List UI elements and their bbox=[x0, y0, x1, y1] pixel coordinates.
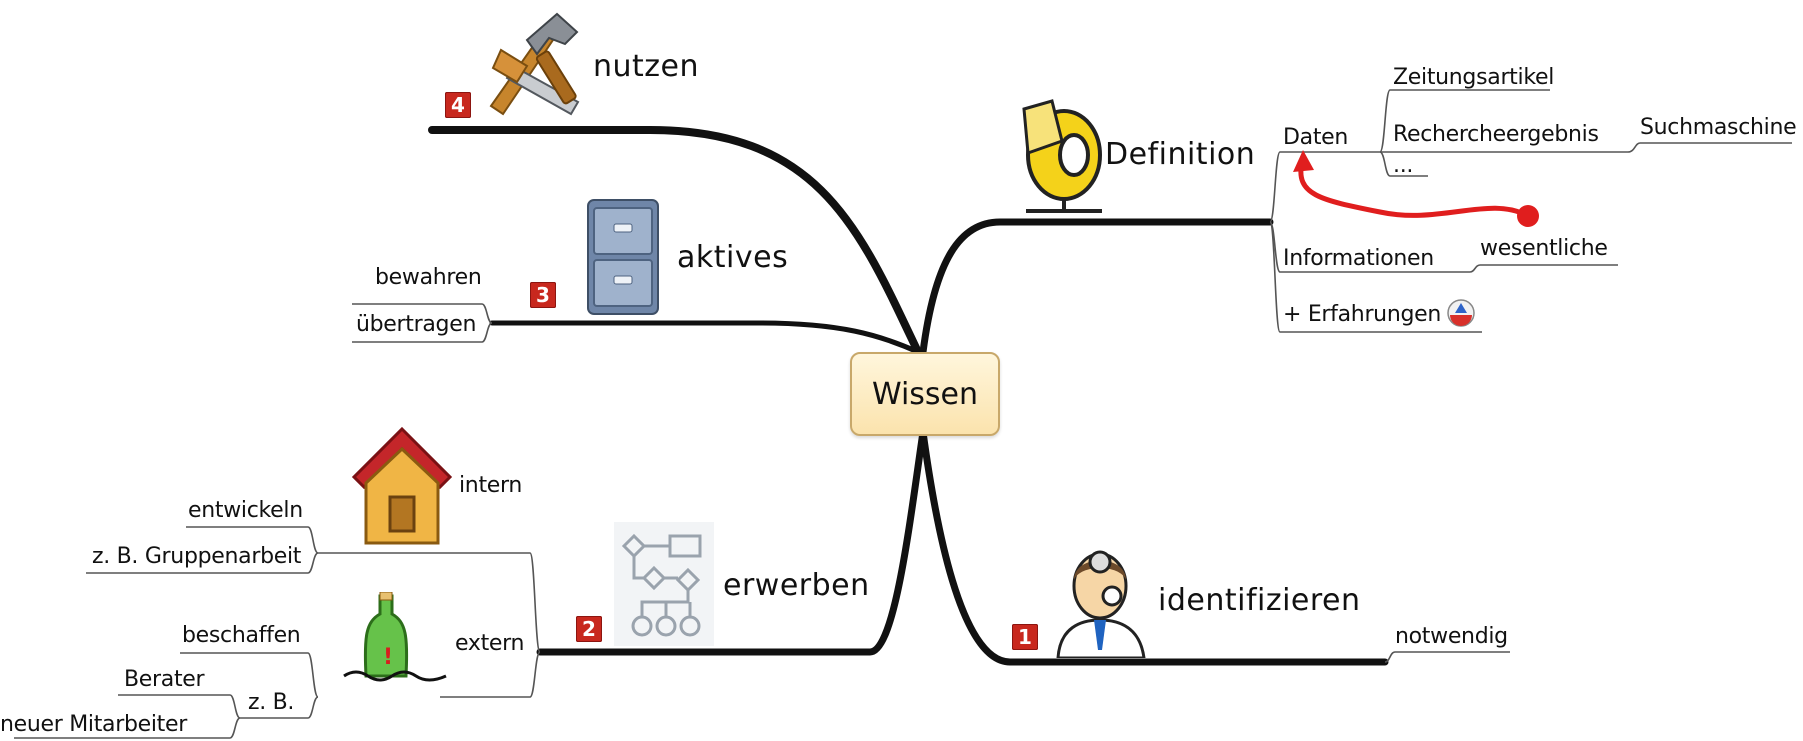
topic-erfahrungen[interactable]: + Erfahrungen bbox=[1283, 302, 1442, 327]
topic-zb[interactable]: z. B. bbox=[248, 690, 295, 715]
branch-label-erwerben[interactable]: erwerben bbox=[723, 568, 870, 603]
topic-gruppenarbeit[interactable]: z. B. Gruppenarbeit bbox=[92, 544, 302, 569]
topic-wesentliche[interactable]: wesentliche bbox=[1480, 236, 1608, 261]
message-in-bottle-icon: ! bbox=[342, 591, 448, 692]
priority-badge-3: 3 bbox=[530, 282, 556, 308]
topic-berater[interactable]: Berater bbox=[124, 667, 205, 692]
branch-aktives-line bbox=[489, 320, 921, 355]
flowchart-icon bbox=[614, 522, 714, 650]
topic-bewahren[interactable]: bewahren bbox=[375, 265, 482, 290]
topic-neuer-mitarbeiter[interactable]: neuer Mitarbeiter bbox=[0, 712, 187, 737]
doctor-icon bbox=[1050, 540, 1152, 662]
topic-ellipsis[interactable]: ... bbox=[1393, 153, 1414, 178]
topic-beschaffen[interactable]: beschaffen bbox=[182, 623, 301, 648]
topic-zeitungsartikel[interactable]: Zeitungsartikel bbox=[1393, 65, 1555, 90]
central-topic-wissen[interactable]: Wissen bbox=[850, 352, 1000, 436]
topic-extern[interactable]: extern bbox=[455, 631, 525, 656]
branch-label-aktives[interactable]: aktives bbox=[677, 240, 789, 275]
topic-notwendig[interactable]: notwendig bbox=[1395, 624, 1508, 649]
topic-entwickeln[interactable]: entwickeln bbox=[188, 498, 303, 523]
priority-badge-4: 4 bbox=[445, 92, 471, 118]
topic-suchmaschine[interactable]: Suchmaschine bbox=[1640, 115, 1797, 140]
branch-label-nutzen[interactable]: nutzen bbox=[593, 49, 700, 84]
branch-label-definition[interactable]: Definition bbox=[1105, 137, 1256, 172]
svg-text:!: ! bbox=[383, 645, 393, 670]
house-icon bbox=[350, 425, 454, 551]
relation-arrow bbox=[1298, 159, 1531, 219]
hammer-saw-icon bbox=[483, 10, 593, 122]
topic-informationen[interactable]: Informationen bbox=[1283, 246, 1434, 271]
branch-label-identifizieren[interactable]: identifizieren bbox=[1158, 583, 1361, 618]
topic-uebertragen[interactable]: übertragen bbox=[356, 312, 477, 337]
branch-nutzen-line bbox=[428, 126, 922, 356]
priority-badge-2: 2 bbox=[576, 616, 602, 642]
file-cabinet-icon bbox=[586, 198, 660, 320]
priority-marker-icon bbox=[1446, 298, 1476, 332]
branch-definition-line bbox=[919, 218, 1274, 356]
branch-erwerben-line bbox=[536, 428, 927, 656]
film-reel-icon bbox=[1012, 95, 1108, 219]
branch-identifizieren-line bbox=[919, 428, 1389, 666]
priority-badge-1: 1 bbox=[1012, 624, 1038, 650]
topic-intern[interactable]: intern bbox=[459, 473, 523, 498]
topic-rechercheergebnis[interactable]: Rechercheergebnis bbox=[1393, 122, 1599, 147]
topic-daten[interactable]: Daten bbox=[1283, 125, 1349, 150]
